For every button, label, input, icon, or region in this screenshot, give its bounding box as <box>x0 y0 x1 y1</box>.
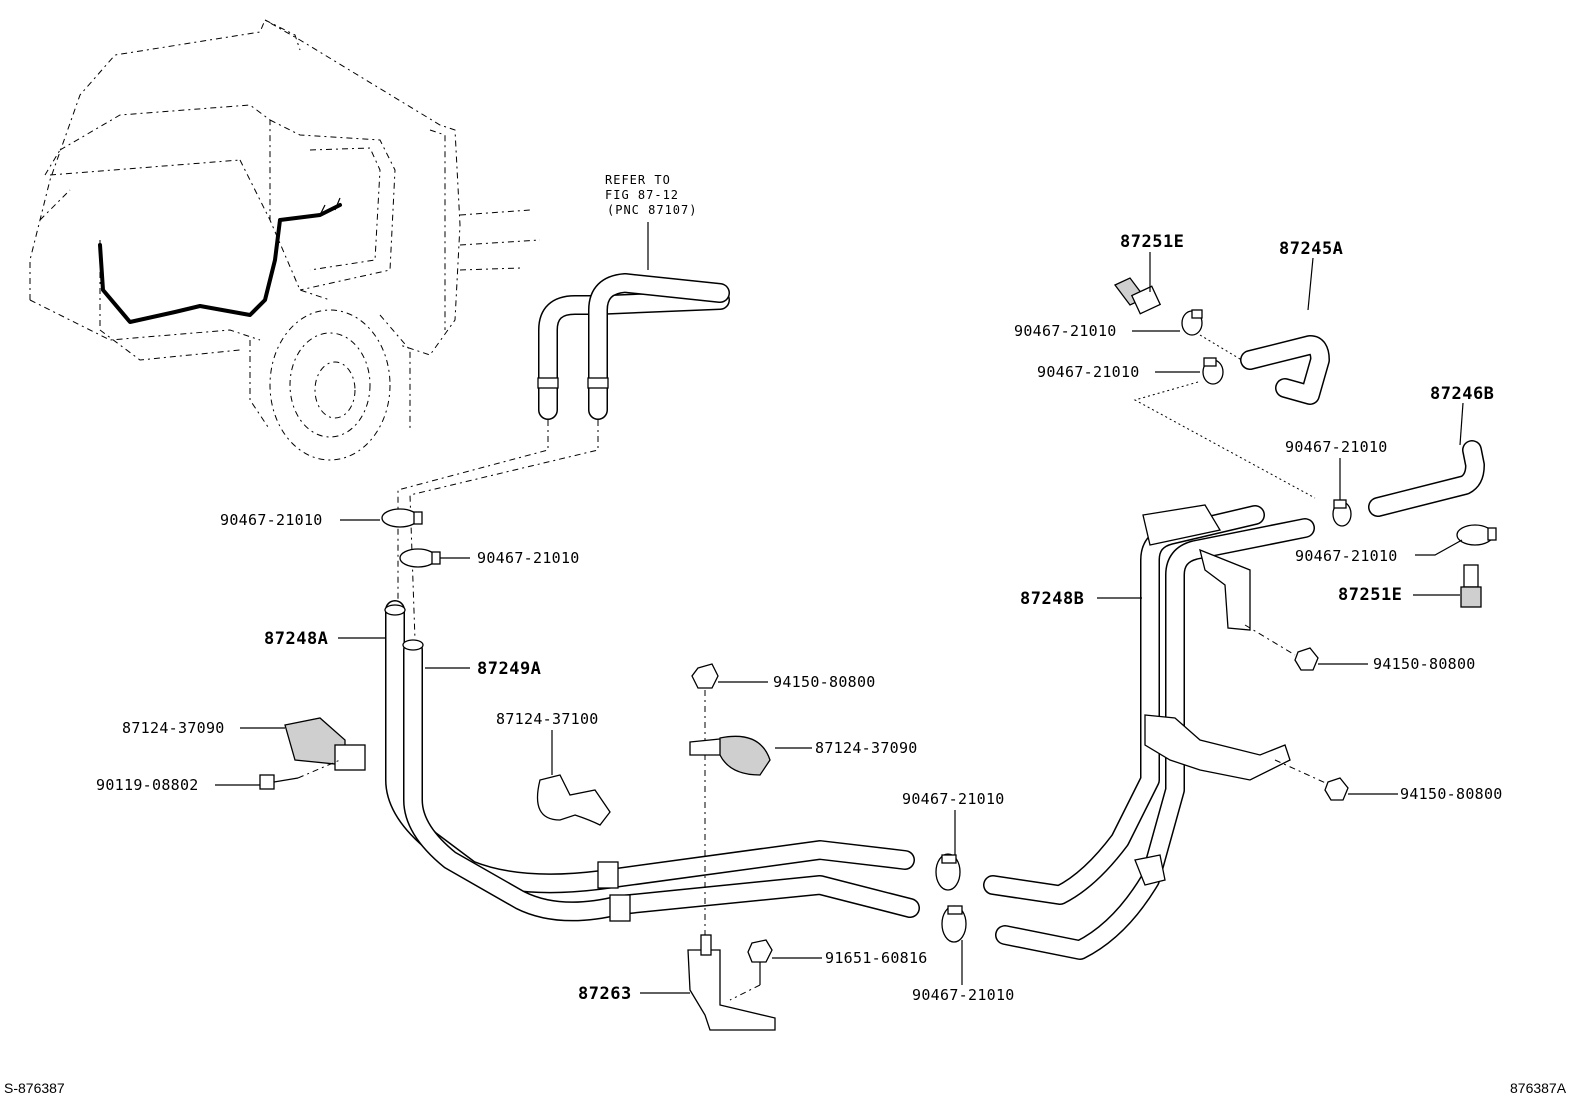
label-plug-top: 87251E <box>1120 232 1184 252</box>
drain-plug-icon <box>1460 564 1482 608</box>
label-hose-mid-right: 87246B <box>1430 384 1494 404</box>
label-nut-right-bottom: 94150-80800 <box>1400 785 1503 803</box>
reference-note-line-2: FIG 87-12 <box>605 188 679 202</box>
screw-icon <box>259 774 299 790</box>
label-hose-outlet-left: 87249A <box>477 659 541 679</box>
label-clamp-block-center: 87124-37090 <box>815 739 918 757</box>
hose-clamp-icon <box>935 853 961 891</box>
label-hose-top-right: 87245A <box>1279 239 1343 259</box>
hose-clamp-bracket-icon <box>536 774 611 826</box>
hose-clamp-icon <box>1456 524 1497 546</box>
label-clamp-center-bottom: 90467-21010 <box>912 986 1015 1004</box>
hose-mid-right <box>1368 440 1485 517</box>
drain-plug-icon <box>1113 277 1162 315</box>
label-bracket: 87263 <box>578 984 632 1004</box>
hose-clamp-icon <box>941 905 967 943</box>
label-nut-right-top: 94150-80800 <box>1373 655 1476 673</box>
label-clamp-top-right-1: 90467-21010 <box>1014 322 1117 340</box>
footer-right-code: 876387A <box>1510 1080 1567 1096</box>
clamp-block-icon <box>689 735 771 776</box>
label-clamp-left-top: 90467-21010 <box>220 511 323 529</box>
label-clamp-block-left: 87124-37090 <box>122 719 225 737</box>
label-screw-left: 90119-08802 <box>96 776 199 794</box>
heater-hose-right-assy <box>983 504 1315 960</box>
label-hose-inlet-left: 87248A <box>264 629 328 649</box>
label-plug-right: 87251E <box>1338 585 1402 605</box>
hose-clamp-icon <box>1202 357 1224 385</box>
hose-clamp-icon <box>1181 309 1203 336</box>
label-hose-right-assy: 87248B <box>1020 589 1084 609</box>
clamp-block-icon <box>284 717 366 771</box>
nut-icon <box>1324 777 1349 801</box>
reference-note: REFER TO FIG 87-12 (PNC 87107) <box>605 173 697 270</box>
label-nut-center: 94150-80800 <box>773 673 876 691</box>
hose-clamp-icon <box>399 548 441 568</box>
hose-clamp-icon <box>1332 499 1352 527</box>
heater-core-pipes <box>537 273 730 420</box>
vehicle-outline-illustration <box>29 19 541 461</box>
label-bolt-bracket: 91651-60816 <box>825 949 928 967</box>
footer-left-code: S-876387 <box>4 1080 65 1096</box>
label-clamp-top-right-2: 90467-21010 <box>1037 363 1140 381</box>
label-clamp-center-top: 90467-21010 <box>902 790 1005 808</box>
nut-icon <box>691 663 719 689</box>
label-clamp-mid-right-2: 90467-21010 <box>1295 547 1398 565</box>
label-clamp-hose: 87124-37100 <box>496 710 599 728</box>
label-clamp-mid-right-1: 90467-21010 <box>1285 438 1388 456</box>
reference-note-line-1: REFER TO <box>605 173 671 187</box>
bolt-icon <box>747 939 773 985</box>
heater-hose-left <box>384 600 920 922</box>
reference-note-line-3: (PNC 87107) <box>607 203 697 217</box>
label-clamp-left-bottom: 90467-21010 <box>477 549 580 567</box>
hose-top-right <box>1240 335 1330 405</box>
bracket-icon <box>687 934 776 1031</box>
hose-clamp-icon <box>381 508 423 528</box>
nut-icon <box>1294 647 1319 671</box>
